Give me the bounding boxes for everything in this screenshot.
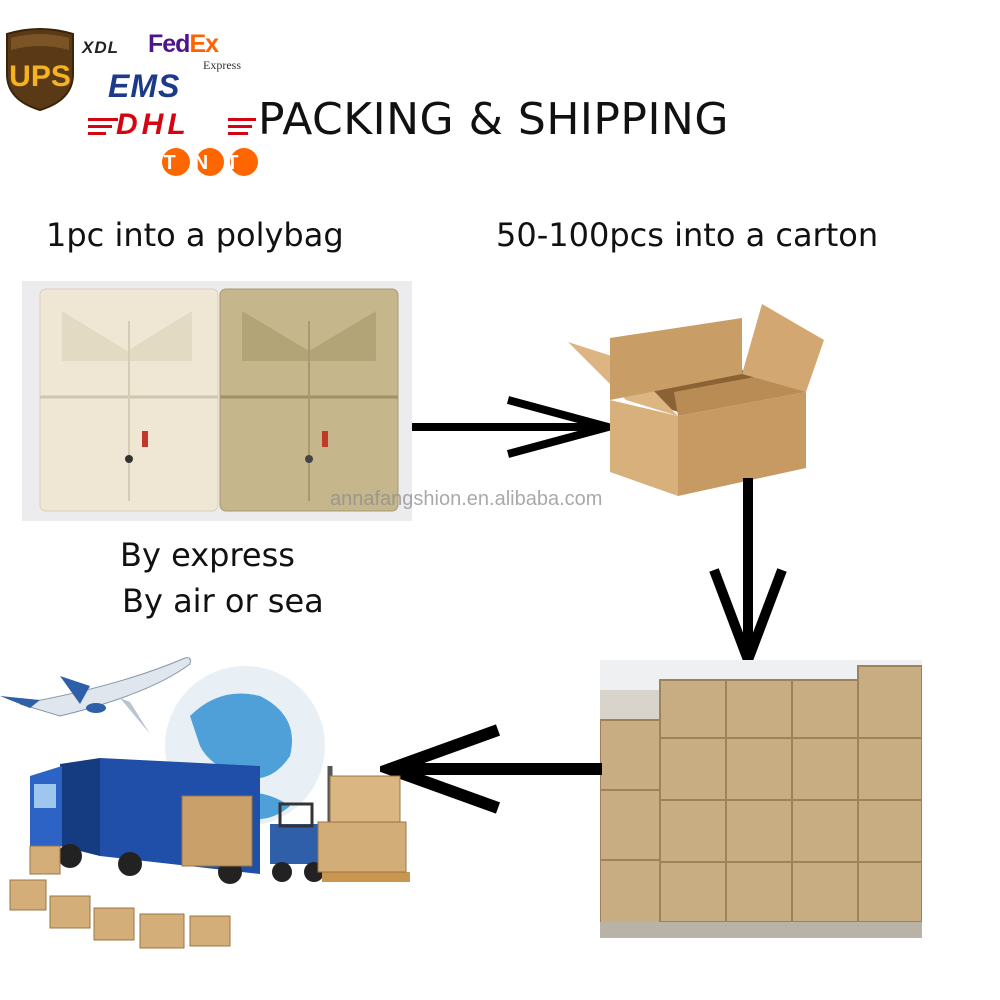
step-carton-caption: 50-100pcs into a carton [496,216,879,254]
by-express-caption: By express [120,536,295,574]
fedex-logo: FedEx [148,30,219,59]
logistics-illustration [0,657,410,949]
boxes [9,845,231,949]
warehouse-photo [600,660,922,938]
ups-logo: UPS [6,28,74,112]
dhl-logo: DHL [116,108,190,141]
dhl-stripes [88,118,256,135]
forklift-icon [270,766,410,882]
step-polybag-caption: 1pc into a polybag [46,216,344,254]
airplane-icon [0,657,191,734]
ems-logo: EMS [108,68,181,104]
cardboard-box-icon [568,304,824,496]
fedex-logo-fed: Fed [148,30,190,58]
tnt-logo-text: TNT [164,152,257,174]
arrow-right-icon [412,396,616,458]
xdl-logo: XDL [82,38,119,57]
fedex-logo-ex: Ex [189,30,219,58]
polybag-photo [22,281,412,521]
ups-logo-text: UPS [9,60,71,93]
tnt-logo: TNT [162,148,258,176]
by-air-sea-caption: By air or sea [122,582,324,620]
truck-icon [30,758,260,884]
watermark: annafangshion.en.alibaba.com [330,488,603,510]
arrow-left-icon [380,724,602,814]
arrow-down-icon [709,478,787,666]
fedex-logo-subtitle: Express [203,58,241,72]
page-title: PACKING & SHIPPING [258,94,729,145]
